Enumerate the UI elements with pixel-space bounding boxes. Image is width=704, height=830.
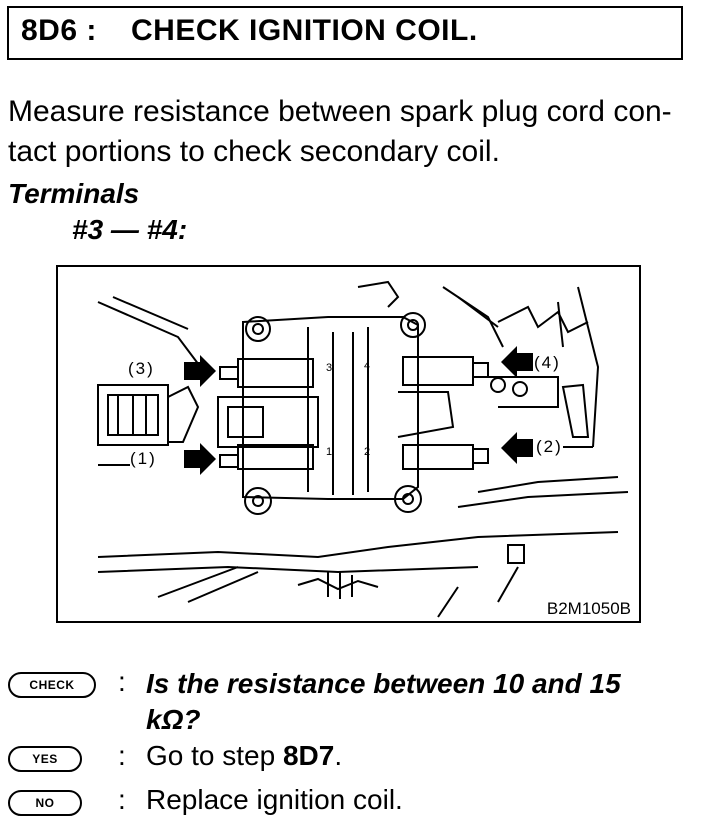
check-badge: CHECK [8, 672, 96, 698]
check-colon: : [118, 666, 126, 697]
check-row: CHECK : Is the resistance between 10 and… [0, 666, 704, 735]
ignition-coil-figure: 3 4 1 2 (3) (4) (1) (2) B2M1050B [56, 265, 641, 623]
yes-text-prefix: Go to step [146, 740, 283, 771]
step-code: 8D6 : [21, 14, 97, 47]
yes-badge: YES [8, 746, 82, 772]
terminal-pair: #3 — #4: [72, 214, 188, 245]
callout-1: (1) [130, 449, 157, 469]
check-question-line2: kΩ? [146, 704, 201, 735]
yes-row: YES : Go to step 8D7. [0, 740, 704, 780]
no-badge: NO [8, 790, 82, 816]
figure-id: B2M1050B [544, 599, 633, 619]
yes-action: Go to step 8D7. [146, 740, 342, 772]
next-step-ref: 8D7 [282, 740, 335, 771]
step-header: 8D6 : CHECK IGNITION COIL. [7, 6, 683, 60]
yes-colon: : [118, 740, 126, 771]
callout-3: (3) [128, 359, 155, 379]
coil-mark-2: 2 [364, 446, 370, 458]
terminals-heading: Terminals [8, 178, 140, 209]
coil-mark-4: 4 [364, 360, 370, 372]
coil-diagram: 3 4 1 2 [97, 280, 629, 618]
no-colon: : [118, 784, 126, 815]
coil-mark-1: 1 [326, 446, 332, 458]
no-row: NO : Replace ignition coil. [0, 784, 704, 824]
check-question-line1: Is the resistance between 10 and 15 [146, 668, 621, 699]
instruction-text: Measure resistance between spark plug co… [8, 95, 672, 168]
step-title: CHECK IGNITION COIL. [131, 14, 478, 47]
yes-text-suffix: . [334, 740, 343, 771]
check-question: Is the resistance between 10 and 15 kΩ? [146, 666, 694, 738]
no-action: Replace ignition coil. [146, 784, 403, 815]
coil-mark-3: 3 [326, 362, 332, 374]
callout-2: (2) [536, 437, 563, 457]
callout-4: (4) [534, 353, 561, 373]
